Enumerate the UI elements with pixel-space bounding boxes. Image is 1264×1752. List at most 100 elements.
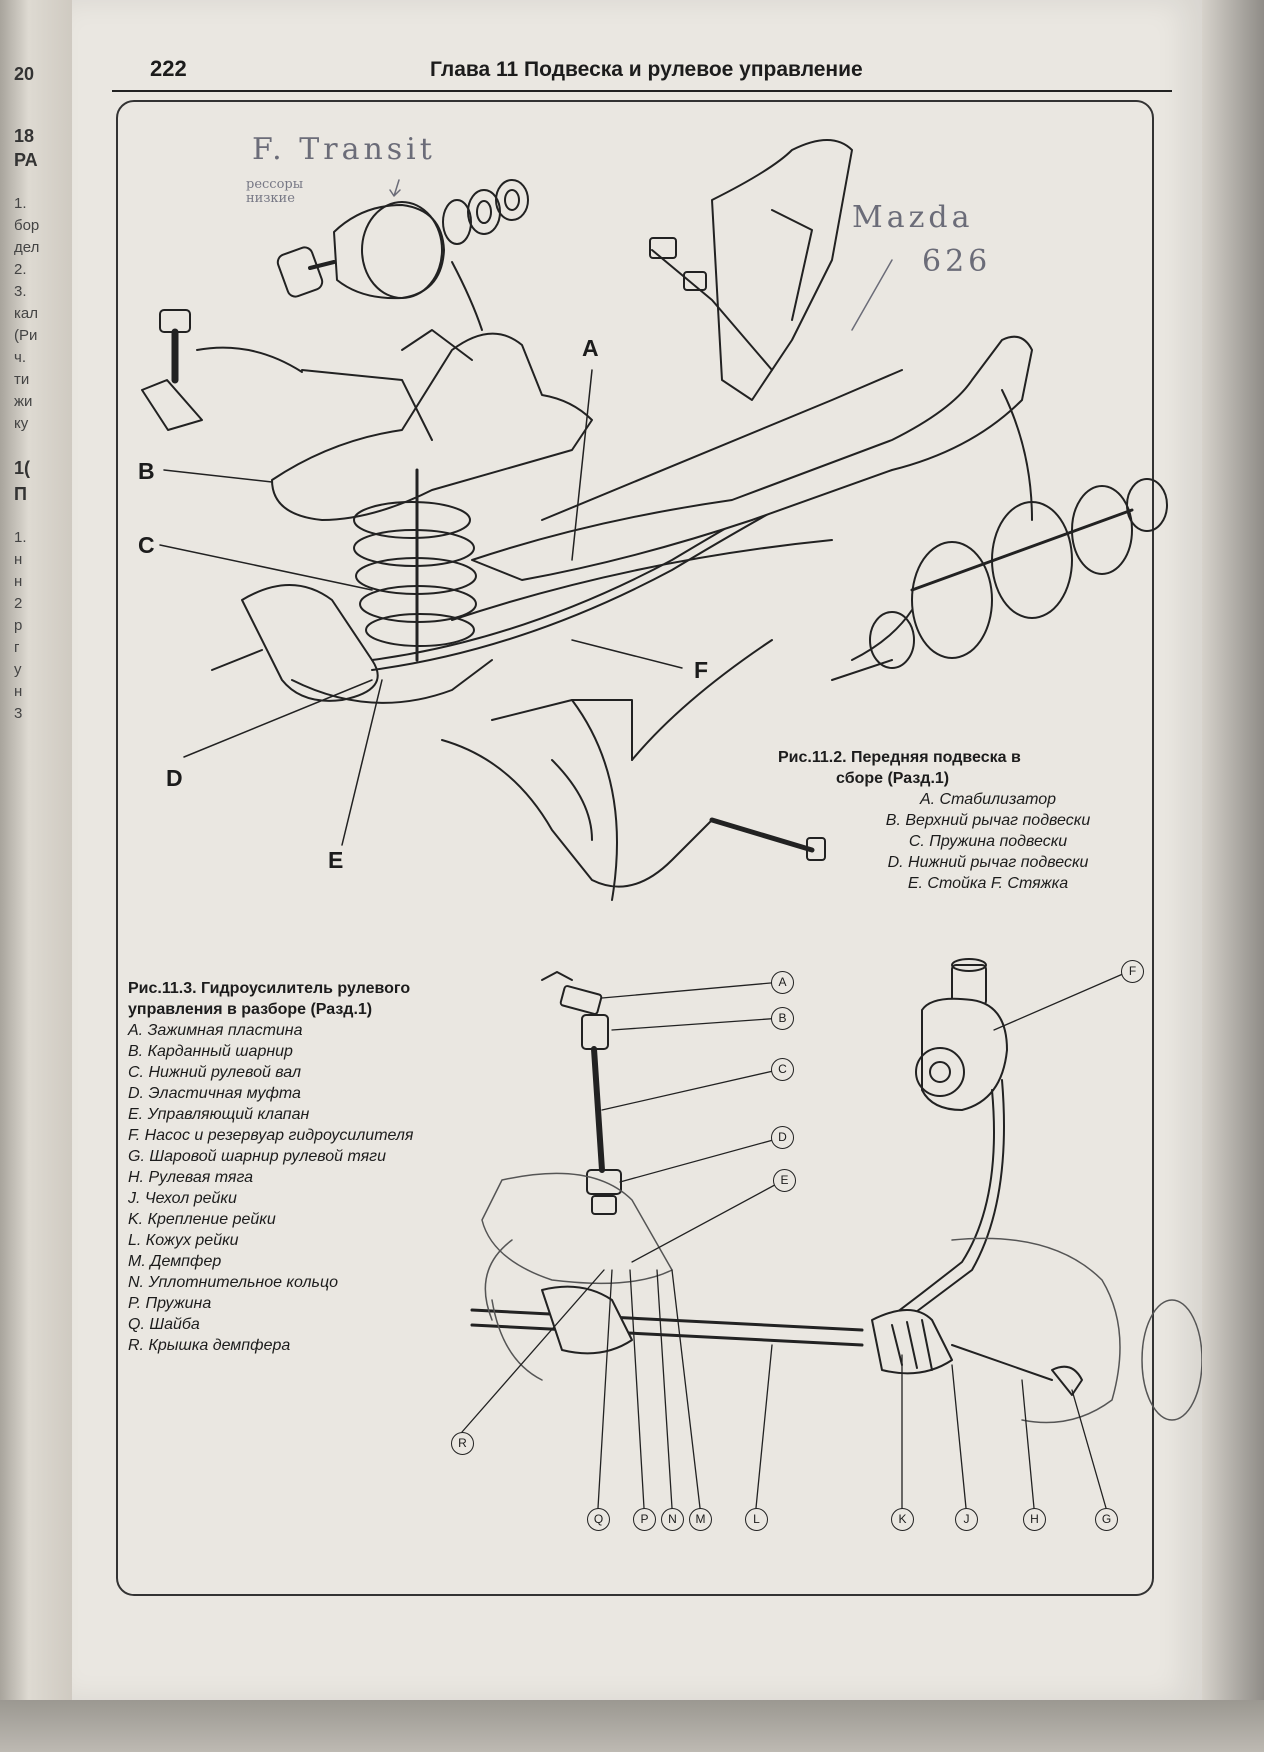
circle-label-r: R [451, 1432, 474, 1455]
legend-item: H. Рулевая тяга [128, 1169, 254, 1186]
figure-frame [116, 100, 1154, 1596]
callout-b: B [138, 458, 155, 484]
steering-shaft-drawing [541, 971, 622, 1215]
circle-label-g: G [1095, 1508, 1118, 1531]
adjacent-text-line: н [14, 551, 23, 568]
legend-item: K. Крепление рейки [128, 1211, 276, 1228]
legend-item: A. Стабилизатор [919, 791, 1057, 808]
adjacent-text-line: г [14, 639, 20, 656]
legend-item: D. Эластичная муфта [128, 1085, 301, 1102]
circle-label-j: J [955, 1508, 978, 1531]
legend-item: A. Зажимная пластина [128, 1022, 303, 1039]
figure-11-2-drawing [141, 139, 1168, 901]
legend-item: M. Демпфер [128, 1253, 222, 1270]
legend-item: E. Управляющий клапан [128, 1106, 310, 1123]
strut-tower-drawing [711, 139, 853, 401]
legend-item: D. Нижний рычаг подвески [887, 854, 1089, 871]
adjacent-text-line: ку [14, 415, 29, 432]
adjacent-heading: 1( [14, 458, 31, 478]
circle-label-e: E [773, 1169, 796, 1192]
adjacent-text-line: (Ри [14, 327, 38, 344]
legend-item: F. Насос и резервуар гидроусилителя [128, 1127, 414, 1144]
legend-item: C. Пружина подвески [908, 833, 1068, 850]
lower-bushing-drawing [831, 389, 1168, 681]
chapter-title: Глава 11 Подвеска и рулевое управление [430, 58, 863, 81]
circle-label-n: N [661, 1508, 684, 1531]
steering-rack-drawing [470, 1285, 1083, 1396]
adjacent-text-line: 3. [14, 283, 27, 300]
circle-label-f: F [1121, 960, 1144, 983]
callout-c: C [138, 532, 155, 558]
legend-item: J. Чехол рейки [128, 1190, 237, 1207]
legend-item: E. Стойка F. Стяжка [907, 875, 1069, 892]
legend-item: B. Карданный шарнир [128, 1043, 293, 1060]
adjacent-text-line: 2 [14, 595, 23, 612]
figure-caption-title: сборе (Разд.1) [836, 770, 950, 787]
leader-lines-11-3 [461, 969, 1133, 1509]
figure-caption-title: Рис.11.2. Передняя подвеска в [778, 749, 1021, 766]
circle-label-d: D [771, 1126, 794, 1149]
adjacent-page-edge: 20 18 PA 1. бор дел 2. 3. кал (Ри ч. ти … [0, 0, 72, 1752]
legend-item: N. Уплотнительное кольцо [128, 1274, 339, 1291]
circle-label-p: P [633, 1508, 656, 1531]
subframe-sketch [481, 1172, 1202, 1424]
figure-caption-title: управления в разборе (Разд.1) [128, 1001, 373, 1018]
suspension-drawings [141, 139, 1202, 1509]
figure-11-3-caption: Рис.11.3. Гидроусилитель рулевого управл… [128, 978, 548, 1356]
scan-shadow [1202, 0, 1264, 1752]
adjacent-text-line: бор [14, 217, 40, 234]
legend-item: R. Крышка демпфера [128, 1337, 291, 1354]
adjacent-text-line: 2. [14, 261, 27, 278]
handwritten-note-mazda-model: 626 [922, 244, 992, 279]
adjacent-heading-2: PA [14, 150, 38, 170]
leader-lines-11-2 [159, 369, 683, 846]
callout-e: E [328, 847, 344, 873]
adjacent-heading: 18 [14, 126, 35, 146]
handwritten-note-transit-sub: рессоры низкие [246, 177, 304, 206]
adjacent-text-line: н [14, 683, 23, 700]
lower-arm-drawing [241, 584, 379, 702]
circle-label-h: H [1023, 1508, 1046, 1531]
circle-label-l: L [745, 1508, 768, 1531]
handwritten-note-mazda: Mazda [852, 200, 974, 235]
adjacent-text-line: жи [14, 393, 33, 410]
callout-f: F [694, 657, 709, 683]
strut-detail-drawing [441, 639, 826, 901]
figure-11-3-drawing [461, 958, 1202, 1509]
legend-item: G. Шаровой шарнир рулевой тяги [128, 1148, 386, 1165]
adjacent-text-line: 1. [14, 529, 27, 546]
adjacent-text-line: 3 [14, 705, 23, 722]
page-header: 222 Глава 11 Подвеска и рулевое управлен… [112, 56, 1172, 92]
handwritten-note-transit: F. Transit [252, 132, 436, 167]
adjacent-page-number: 20 [14, 64, 35, 84]
callout-d: D [166, 765, 183, 791]
circle-label-m: M [689, 1508, 712, 1531]
figure-11-2-caption: Рис.11.2. Передняя подвеска в сборе (Раз… [778, 747, 1198, 894]
bolt-drawing [141, 309, 303, 431]
crossmember-drawing [471, 335, 1033, 581]
adjacent-heading: П [14, 484, 27, 504]
adjacent-text-line: кал [14, 305, 38, 322]
circle-label-b: B [771, 1007, 794, 1030]
adjacent-text-line: ч. [14, 349, 26, 366]
figure-caption-title: Рис.11.3. Гидроусилитель рулевого [128, 980, 411, 997]
circle-label-a: A [771, 971, 794, 994]
scan-bottom-edge [0, 1700, 1264, 1752]
adjacent-text-line: р [14, 617, 23, 634]
legend-item: P. Пружина [128, 1295, 212, 1312]
book-page: 222 Глава 11 Подвеска и рулевое управлен… [72, 0, 1202, 1700]
adjacent-text-line: ти [14, 371, 30, 388]
adjacent-text-line: н [14, 573, 23, 590]
legend-item: B. Верхний рычаг подвески [885, 812, 1091, 829]
callout-a: A [582, 335, 599, 361]
adjacent-text-line: 1. [14, 195, 27, 212]
legend-item: L. Кожух рейки [128, 1232, 239, 1249]
upper-arm-drawing [271, 332, 593, 521]
coil-spring-drawing [353, 468, 477, 662]
circle-label-q: Q [587, 1508, 610, 1531]
pump-reservoir-drawing [883, 958, 1008, 1331]
legend-item: Q. Шайба [128, 1316, 200, 1333]
circle-label-c: C [771, 1058, 794, 1081]
upper-bushing-drawing [276, 179, 529, 331]
adjacent-text-line: у [14, 661, 22, 678]
